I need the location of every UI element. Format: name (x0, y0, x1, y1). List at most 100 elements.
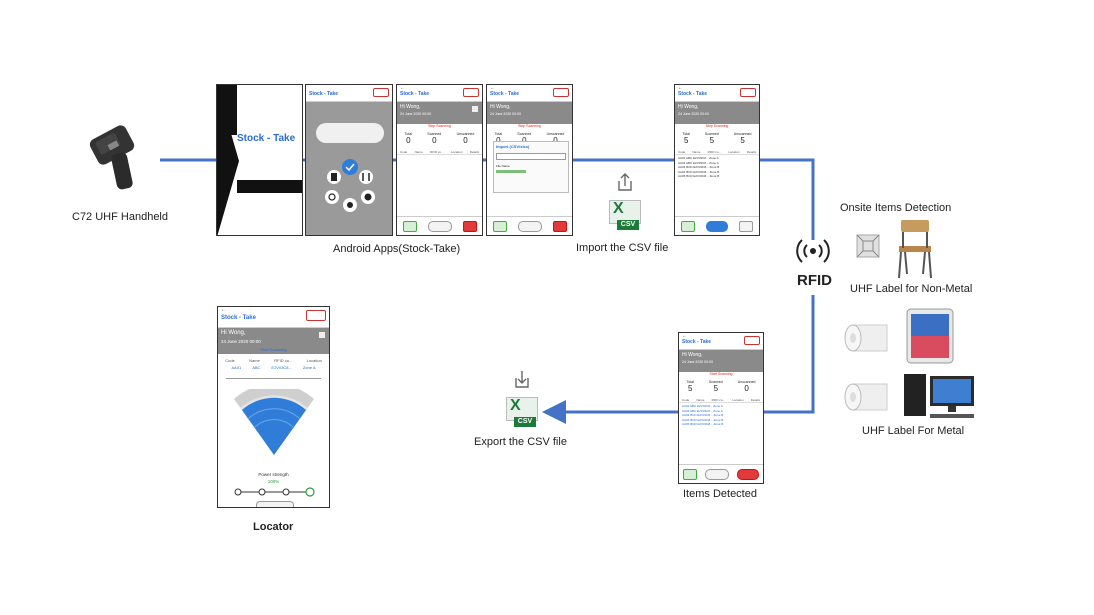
item-list: AA01 ABC E2V03C8... Zone A AA02 ABC E2V0… (675, 155, 759, 180)
power-strength-value: 100% (267, 479, 280, 484)
export-button[interactable] (552, 220, 567, 232)
download-icon (512, 369, 532, 389)
locator-screen: ← Stock - Take Hi Wong, 24 June 2020 00:… (217, 306, 330, 508)
grid-icon[interactable] (319, 332, 325, 338)
table-row[interactable]: AA01 ABC E2V03C8... Zone A (682, 404, 723, 408)
locator-bottom-button[interactable] (256, 501, 294, 507)
metal-label: UHF Label For Metal (862, 425, 965, 437)
import-csv-label: Import the CSV file (576, 242, 669, 254)
date: 24 June 2020 00:00 (490, 112, 521, 116)
menu-screen: Stock - Take (305, 84, 393, 236)
date: 24 June 2020 00:00 (400, 112, 431, 116)
table-row[interactable]: AA03 BCD E2V03C8... Zone B (678, 165, 720, 169)
table-row[interactable]: AA03 BCD E2V03C8... Zone B (682, 413, 724, 417)
scan-status: Start Scanning (260, 347, 287, 352)
greeting: Hi Wong, (682, 352, 703, 358)
rfid-tag-icon (855, 233, 881, 259)
menu-search-bar[interactable] (316, 123, 384, 143)
power-slider[interactable] (234, 487, 316, 497)
screen-title: Stock - Take (678, 91, 708, 97)
back-arrow-icon[interactable]: ← (221, 307, 226, 313)
scan-button[interactable] (705, 468, 729, 480)
greeting: Hi Wong, (400, 104, 421, 110)
rfid-signal-icon (796, 236, 830, 266)
back-arrow-icon[interactable]: ← (400, 85, 405, 91)
date: 24 June 2020 00:00 (678, 112, 709, 116)
login-chevron-shape (217, 85, 302, 235)
file-name-value (496, 170, 526, 173)
onsite-label: Onsite Items Detection (840, 202, 952, 214)
table-row[interactable]: AA05 BCD E2V03C8... Zone B (678, 174, 720, 178)
table-row[interactable]: AA02 ABC E2V03C8... Zone A (678, 160, 719, 165)
import-dialog-title: Import (CSV/xlsx) (496, 144, 530, 149)
screen-title: Stock - Take (682, 339, 712, 345)
greeting: Hi Wong, (490, 104, 511, 110)
export-button[interactable] (737, 468, 759, 480)
scan-button[interactable] (427, 220, 452, 232)
file-path-input[interactable] (496, 153, 566, 160)
table-row[interactable]: AA02 ABC E2V03C8... Zone A (682, 408, 723, 413)
table-row[interactable]: AA01 ABC E2V03C8... Zone A (678, 156, 719, 160)
label-roll-icon (843, 317, 899, 357)
login-app-title: Stock - Take (237, 133, 296, 144)
rfid-label: RFID (797, 272, 832, 289)
import-button[interactable] (680, 220, 695, 232)
import-dialog-screen: ← Stock - Take Hi Wong, 24 June 2020 00:… (486, 84, 573, 236)
locator-label: Locator (253, 521, 294, 533)
brand-logo-icon (553, 88, 569, 97)
import-button[interactable] (683, 468, 697, 480)
scan-status: Stop Scanning (518, 124, 541, 128)
menu-icon-cluster (320, 155, 380, 215)
back-arrow-icon[interactable]: ← (490, 85, 495, 91)
table-row[interactable]: AA04 BCD E2V03C8... Zone B (682, 417, 724, 422)
excel-csv-icon: X CSV (506, 397, 538, 427)
brand-logo-icon (740, 88, 756, 97)
brand-logo-icon (373, 88, 389, 97)
scan-status: Start Scanning (709, 372, 733, 376)
menu-title: Stock - Take (309, 91, 339, 97)
chair-icon (893, 218, 937, 280)
scan-status: Stop Scanning (705, 124, 729, 128)
export-csv-label: Export the CSV file (474, 436, 567, 448)
export-button[interactable] (462, 220, 477, 232)
date: 24 June 2020 00:00 (682, 360, 713, 364)
greeting: Hi Wong, (221, 330, 246, 336)
grid-icon[interactable] (472, 106, 478, 112)
screen-title: Stock - Take (221, 315, 256, 321)
brand-logo-icon (744, 336, 760, 345)
import-button[interactable] (402, 220, 417, 232)
back-arrow-icon[interactable]: ← (682, 333, 687, 339)
back-arrow-icon[interactable]: ← (678, 85, 683, 91)
scan-button[interactable] (705, 220, 728, 232)
upload-icon (615, 172, 635, 192)
power-strength-label: Power strength (258, 472, 289, 477)
brand-logo-icon (463, 88, 479, 97)
export-button[interactable] (739, 220, 754, 232)
brand-logo-icon (306, 310, 326, 321)
table-row[interactable]: AA04 BCD E2V03C8... Zone B (678, 169, 720, 174)
handheld-device-icon (78, 125, 158, 195)
screen-title: Stock - Take (400, 91, 430, 97)
tablet-icon (905, 307, 957, 365)
handheld-label: C72 UHF Handheld (72, 211, 168, 223)
scan-button[interactable] (517, 220, 542, 232)
stocktake-empty-screen: ← Stock - Take Hi Wong, 24 June 2020 00:… (396, 84, 483, 236)
apps-label: Android Apps(Stock-Take) (333, 243, 461, 255)
desktop-computer-icon (900, 372, 980, 420)
login-screen: Stock - Take (216, 84, 303, 236)
table-row[interactable]: AA05 BCD E2V03C8... Zone B (682, 422, 724, 426)
import-button[interactable] (492, 220, 507, 232)
greeting: Hi Wong, (678, 104, 699, 110)
stocktake-loaded-screen: ← Stock - Take Hi Wong, 24 June 2020 00:… (674, 84, 760, 236)
screen-title: Stock - Take (490, 91, 520, 97)
flow-line-bottom (542, 295, 815, 424)
signal-radar-icon (234, 383, 314, 459)
non-metal-label: UHF Label for Non-Metal (850, 283, 973, 295)
file-name-label: File Name (496, 164, 510, 168)
label-roll-icon-2 (843, 376, 899, 416)
